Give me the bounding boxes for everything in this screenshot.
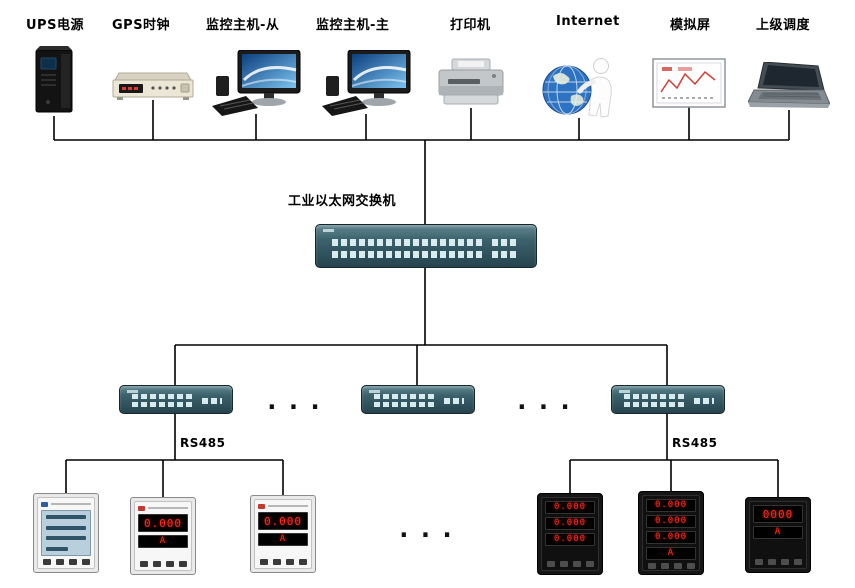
edge-switch-right	[611, 385, 725, 414]
switch-ports	[132, 402, 194, 407]
edge-switch-center	[361, 385, 475, 414]
label-gps-clock: GPS时钟	[112, 18, 171, 33]
switch-logo	[619, 390, 630, 393]
switch-uplink-ports	[444, 398, 464, 404]
switch-logo	[323, 229, 334, 232]
led-display: 0.000	[545, 533, 595, 546]
label-host-main: 监控主机-主	[316, 18, 390, 33]
power-meter-led: 0.000 A	[250, 495, 316, 573]
mimic-panel-icon	[652, 58, 726, 108]
lcd-screen	[41, 510, 91, 556]
ellipsis-switch-row-left: ...	[264, 386, 329, 416]
ellipsis-meter-row: ...	[396, 514, 461, 544]
edge-switch-left	[119, 385, 233, 414]
label-mimic-panel: 模拟屏	[670, 18, 711, 33]
globe-person-icon	[542, 58, 612, 118]
switch-logo	[369, 390, 380, 393]
label-dispatch: 上级调度	[756, 18, 811, 33]
switch-ports	[332, 239, 482, 246]
meter-buttons	[138, 561, 188, 567]
power-meter-lcd	[33, 493, 99, 573]
ellipsis-switch-row-right: ...	[514, 386, 579, 416]
switch-logo	[127, 390, 138, 393]
meter-buttons	[646, 563, 696, 569]
led-unit: A	[258, 533, 308, 546]
switch-uplink-ports	[492, 239, 518, 246]
led-display: 0.000	[545, 501, 595, 514]
power-meter-led: 0.000 A	[130, 497, 196, 575]
led-unit: A	[753, 526, 803, 539]
ups-icon	[35, 46, 73, 113]
brand-mark	[138, 505, 188, 511]
printer-icon	[438, 58, 504, 105]
label-rs485-left: RS485	[180, 436, 226, 450]
led-display: 0.000	[258, 512, 308, 530]
label-printer: 打印机	[450, 18, 491, 33]
laptop-device	[747, 61, 831, 114]
mimic-panel-device	[652, 58, 726, 112]
meter-buttons	[753, 559, 803, 565]
printer-device	[436, 58, 506, 114]
power-meter-3row: 0.000 0.000 0.000	[537, 493, 603, 575]
switch-ports	[624, 394, 686, 399]
led-display: 0.000	[646, 499, 696, 512]
led-display: 0.000	[646, 515, 696, 528]
power-meter-1row: 0000 A	[745, 497, 811, 573]
switch-uplink-ports	[694, 398, 714, 404]
led-display: 0.000	[545, 517, 595, 530]
switch-uplink-ports	[492, 251, 518, 258]
power-meter-3row: 0.000 0.000 0.000 A	[638, 491, 704, 575]
core-switch-device	[315, 224, 537, 268]
computer-icon	[322, 49, 411, 116]
brand-mark	[258, 503, 308, 509]
meter-buttons	[41, 559, 91, 565]
switch-ports	[374, 402, 436, 407]
label-core-switch: 工业以太网交换机	[288, 194, 397, 209]
monitor-host-main-device	[320, 49, 412, 120]
brand-mark	[41, 501, 91, 507]
ups-device	[28, 46, 80, 120]
monitor-host-slave-device	[210, 49, 302, 120]
led-unit: A	[138, 535, 188, 548]
switch-ports	[332, 251, 482, 258]
computer-icon	[212, 49, 301, 116]
gps-clock-icon	[112, 72, 194, 100]
label-rs485-right: RS485	[672, 436, 718, 450]
laptop-icon	[747, 61, 831, 108]
switch-ports	[624, 402, 686, 407]
meter-buttons	[545, 561, 595, 567]
label-internet: Internet	[556, 14, 620, 29]
led-unit: A	[646, 547, 696, 560]
label-ups: UPS电源	[26, 18, 84, 33]
switch-ports	[132, 394, 194, 399]
switch-uplink-ports	[202, 398, 222, 404]
label-host-slave: 监控主机-从	[206, 18, 280, 33]
led-display: 0.000	[646, 531, 696, 544]
led-display: 0000	[753, 505, 803, 523]
switch-ports	[374, 394, 436, 399]
meter-buttons	[258, 559, 308, 565]
internet-device	[541, 54, 617, 124]
gps-clock-device	[111, 72, 195, 106]
led-display: 0.000	[138, 514, 188, 532]
